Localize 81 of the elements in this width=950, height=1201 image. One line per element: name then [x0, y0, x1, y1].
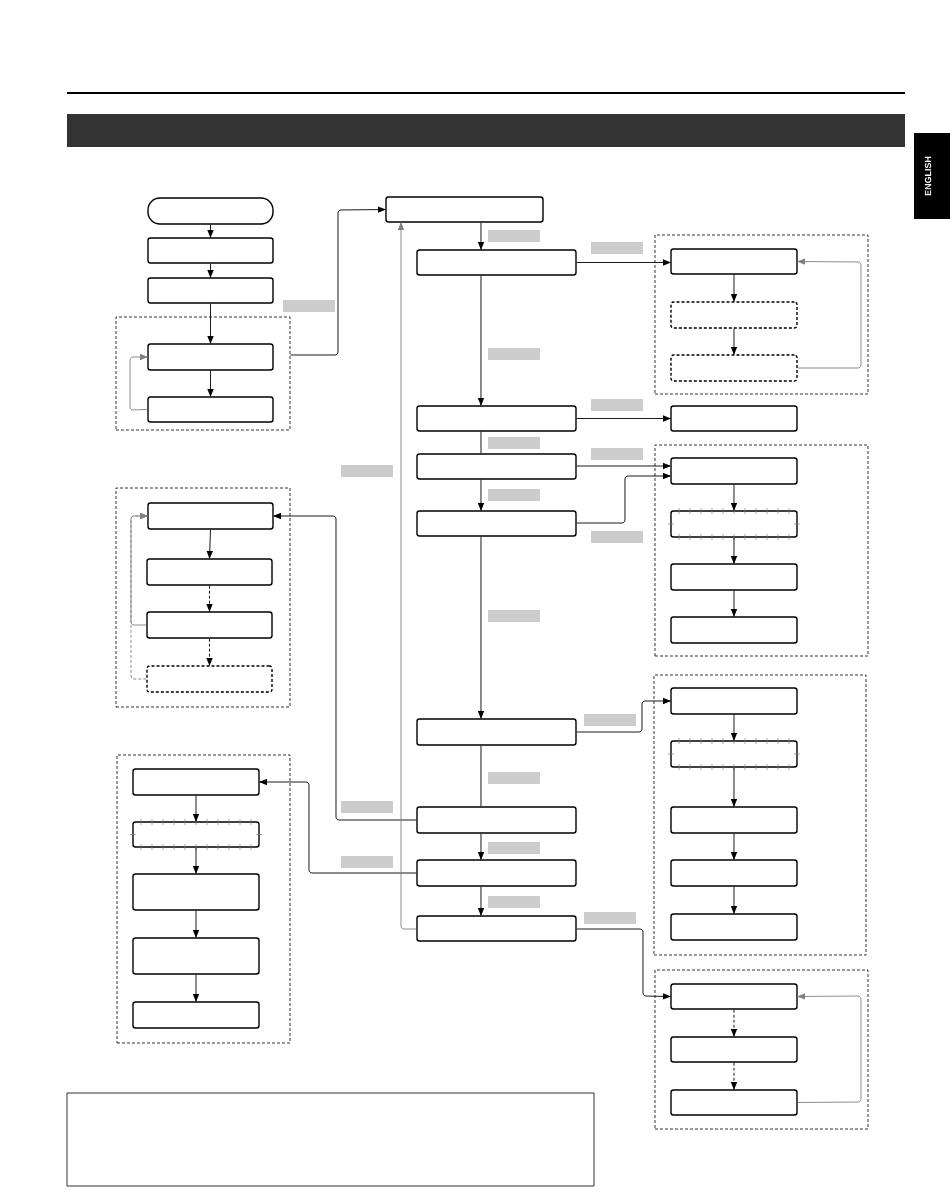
arrow [730, 714, 738, 741]
arrow [477, 222, 485, 250]
process-box [670, 563, 798, 591]
process-box [416, 453, 577, 480]
arrow [576, 472, 671, 524]
arrow [273, 512, 417, 821]
process-box [132, 1001, 260, 1029]
arrow [730, 1062, 738, 1090]
start-box [147, 197, 274, 225]
arrow [730, 886, 738, 914]
process-box [132, 937, 260, 975]
process-box [670, 457, 798, 485]
process-box [147, 343, 274, 371]
process-box [416, 510, 577, 537]
arrow [207, 303, 214, 344]
process-box [146, 665, 273, 693]
flashing-box [667, 737, 801, 771]
arrow [129, 353, 148, 411]
arrow [289, 206, 386, 356]
process-box [385, 196, 544, 223]
process-box [416, 718, 577, 746]
process-box [416, 249, 577, 276]
process-box [670, 859, 798, 887]
process-box [670, 806, 798, 834]
arrow [477, 833, 485, 860]
arrow [259, 778, 417, 874]
arrow [206, 638, 213, 666]
arrow [192, 910, 200, 938]
process-box [670, 913, 798, 941]
process-box [416, 405, 577, 432]
arrow [192, 847, 200, 874]
arrow [797, 993, 862, 1103]
arrow [576, 259, 671, 266]
process-box [670, 1089, 798, 1116]
process-box [670, 983, 798, 1010]
arrow [207, 370, 214, 397]
arrow [730, 537, 738, 564]
arrow [730, 1009, 738, 1037]
process-box [146, 558, 273, 586]
arrow [576, 462, 671, 470]
arrow [576, 928, 671, 1000]
process-box [416, 806, 577, 834]
process-box [132, 873, 260, 911]
arrow [206, 585, 213, 612]
process-box [670, 1036, 798, 1063]
arrow [477, 536, 485, 719]
arrow [576, 415, 671, 422]
arrow [207, 263, 214, 278]
arrow [730, 590, 738, 617]
arrow [192, 974, 200, 1002]
process-box [670, 248, 798, 275]
arrow [207, 224, 214, 238]
arrow [192, 795, 200, 822]
arrow [477, 479, 485, 511]
arrow [730, 833, 738, 860]
arrow [477, 275, 485, 406]
arrow [797, 258, 862, 369]
process-box [147, 396, 274, 423]
flashing-box [129, 818, 263, 851]
process-box [670, 301, 798, 329]
process-box [147, 502, 274, 530]
arrow [576, 697, 671, 733]
process-box [416, 915, 577, 942]
process-box [670, 405, 798, 432]
arrow [730, 328, 738, 355]
process-box [670, 687, 798, 715]
process-box [670, 616, 798, 644]
arrow [730, 484, 738, 511]
process-box [132, 768, 260, 796]
arrow [730, 767, 738, 807]
language-tab: ENGLISH [914, 133, 950, 219]
note-box [66, 1092, 595, 1187]
process-box [146, 611, 273, 639]
process-box [147, 237, 274, 264]
arrow [730, 274, 738, 302]
process-box [147, 277, 274, 304]
arrow [206, 529, 213, 559]
process-box [416, 859, 577, 887]
flashing-box [667, 507, 801, 541]
arrow [477, 886, 485, 916]
process-box [670, 354, 798, 382]
